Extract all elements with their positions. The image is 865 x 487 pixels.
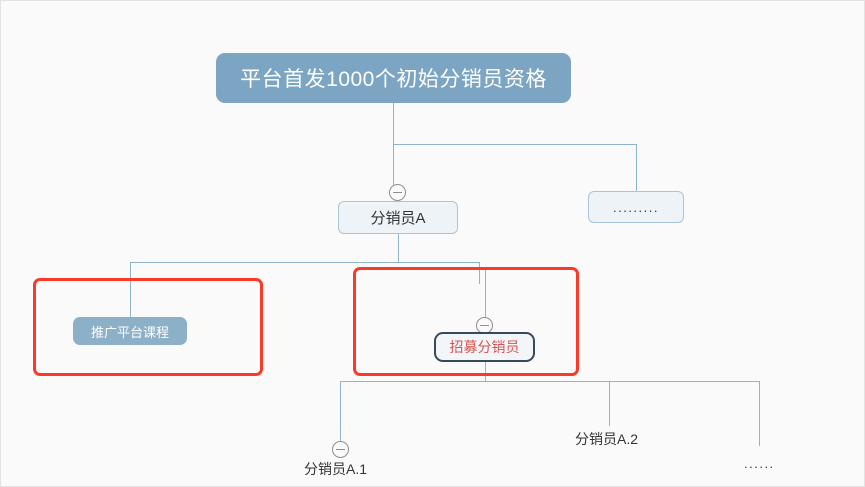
connector-to-recruit-branch <box>479 262 480 284</box>
node-distributor-a2[interactable]: 分销员A.2 <box>575 431 639 447</box>
connector-to-distributor-a1 <box>340 381 341 443</box>
node-promote-course-label: 推广平台课程 <box>90 324 169 340</box>
connector-distributor-a-bar <box>130 262 480 263</box>
collapse-toggle-distributor-a1[interactable] <box>332 441 349 458</box>
connector-to-ellipsis-sibling <box>636 144 637 191</box>
node-distributor-a-label: 分销员A <box>370 210 426 227</box>
node-distributor-a[interactable]: 分销员A <box>338 201 458 234</box>
node-ellipsis-sibling[interactable]: ......... <box>588 191 684 223</box>
node-distributor-a1[interactable]: 分销员A.1 <box>304 461 368 477</box>
node-ellipsis-leaf[interactable]: ...... <box>744 456 775 471</box>
connector-to-distributor-a2 <box>609 381 610 426</box>
connector-bottom-bar <box>340 381 760 382</box>
connector-to-distributor-a <box>393 144 394 186</box>
root-node-label: 平台首发1000个初始分销员资格 <box>240 68 547 91</box>
root-node[interactable]: 平台首发1000个初始分销员资格 <box>216 53 571 103</box>
connector-to-promote-course <box>130 262 131 318</box>
highlight-box-promote-course <box>33 278 263 376</box>
node-recruit-distributor-label: 招募分销员 <box>449 339 520 355</box>
connector-recruit-stem <box>485 362 486 381</box>
collapse-toggle-distributor-a[interactable] <box>389 184 406 201</box>
connector-distributor-a-stem <box>398 234 399 262</box>
node-recruit-distributor[interactable]: 招募分销员 <box>434 332 535 362</box>
connector-to-recruit-distributor <box>485 267 486 317</box>
node-promote-course[interactable]: 推广平台课程 <box>73 317 187 345</box>
highlight-box-recruit-distributor <box>353 267 579 376</box>
node-ellipsis-sibling-label: ......... <box>612 199 659 215</box>
connector-to-ellipsis-leaf <box>759 381 760 446</box>
connector-root-bar <box>393 144 636 145</box>
connector-root-stem <box>393 103 394 145</box>
